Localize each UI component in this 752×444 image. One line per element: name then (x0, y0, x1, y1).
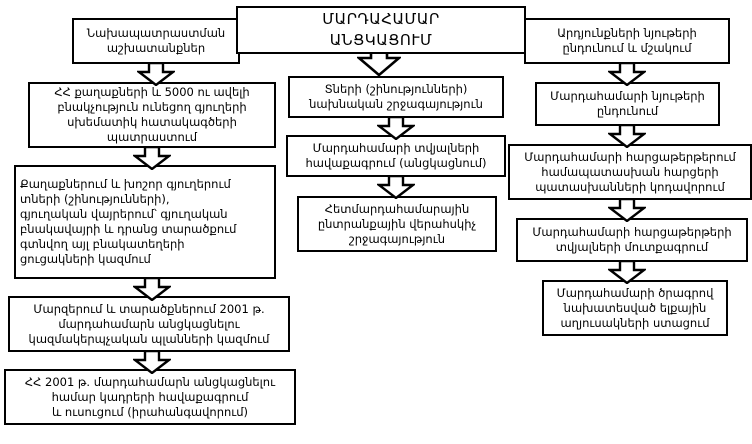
right-column-header-box: Արդյունքների նյութերի ընդունում և մշակու… (524, 18, 730, 64)
left-column-header-box: Նախապատրաստման աշխատանքներ (72, 18, 240, 64)
arrow-right-header-to-step1 (608, 62, 646, 86)
middle-step-3-text: Հետմարդահամարային ընտրանքային վերահսկիչ … (317, 201, 477, 246)
left-step-1-text: ՀՀ քաղաքների և 5000 ու ավելի բնակչությու… (54, 85, 250, 144)
right-step-1-text: Մարդահամարի նյութերի ընդունում (550, 89, 705, 118)
right-step-2-box: Մարդահամարի հարցաթերթերում համապատասխան … (508, 144, 752, 200)
right-step-2-text: Մարդահամարի հարցաթերթերում համապատասխան … (524, 149, 736, 194)
left-column-header-text: Նախապատրաստման աշխատանքներ (86, 26, 226, 55)
arrow-left-header-to-step1 (137, 62, 175, 86)
left-step-4-box: ՀՀ 2001 թ. մարդահամարն անցկացնելու համար… (4, 369, 296, 425)
arrow-middle-step2-to-step3 (377, 175, 415, 199)
middle-step-1-text: Տների (շինությունների) նախնական շրջագայո… (309, 82, 483, 111)
middle-step-1-box: Տների (շինությունների) նախնական շրջագայո… (288, 76, 504, 118)
left-step-2-text: Քաղաքներում և խոշոր գյուղերում տների (շի… (20, 177, 237, 266)
right-step-4-box: Մարդահամարի ծրագրով նախատեսված ելքային ա… (542, 280, 728, 336)
left-step-3-text: Մարզերում և տարածքներում 2001 թ. մարդահա… (28, 301, 270, 346)
diagram-title-box: ՄԱՐԴԱՀԱՄԱՐ ԱՆՑԿԱՑՈՒՄ (236, 6, 526, 54)
middle-step-2-text: Մարդահամարի տվյալների հավաքագրում (անցկա… (305, 141, 487, 170)
left-step-3-box: Մարզերում և տարածքներում 2001 թ. մարդահա… (8, 296, 290, 352)
arrow-right-step3-to-step4 (608, 260, 646, 284)
right-step-1-box: Մարդահամարի նյութերի ընդունում (535, 82, 720, 126)
right-step-4-text: Մարդահամարի ծրագրով նախատեսված ելքային ա… (556, 285, 714, 330)
arrow-right-step1-to-step2 (608, 124, 646, 148)
right-step-3-text: Մարդահամարի հարցաթերթերի տվյալների մուտք… (532, 225, 732, 254)
arrow-left-step2-to-step3 (133, 277, 171, 301)
arrow-right-step2-to-step3 (608, 198, 646, 222)
arrow-left-step1-to-step2 (133, 146, 171, 170)
middle-step-3-box: Հետմարդահամարային ընտրանքային վերահսկիչ … (297, 196, 497, 252)
diagram-title-text: ՄԱՐԴԱՀԱՄԱՐ ԱՆՑԿԱՑՈՒՄ (322, 10, 440, 49)
arrow-middle-step1-to-step2 (377, 116, 415, 140)
arrow-left-step3-to-step4 (133, 350, 171, 374)
left-step-2-box: Քաղաքներում և խոշոր գյուղերում տների (շի… (14, 165, 276, 279)
left-step-1-box: ՀՀ քաղաքների և 5000 ու ավելի բնակչությու… (28, 82, 276, 148)
right-column-header-text: Արդյունքների նյութերի ընդունում և մշակու… (557, 26, 697, 55)
right-step-3-box: Մարդահամարի հարցաթերթերի տվյալների մուտք… (516, 218, 748, 262)
middle-step-2-box: Մարդահամարի տվյալների հավաքագրում (անցկա… (286, 135, 506, 177)
left-step-4-text: ՀՀ 2001 թ. մարդահամարն անցկացնելու համար… (24, 374, 276, 419)
